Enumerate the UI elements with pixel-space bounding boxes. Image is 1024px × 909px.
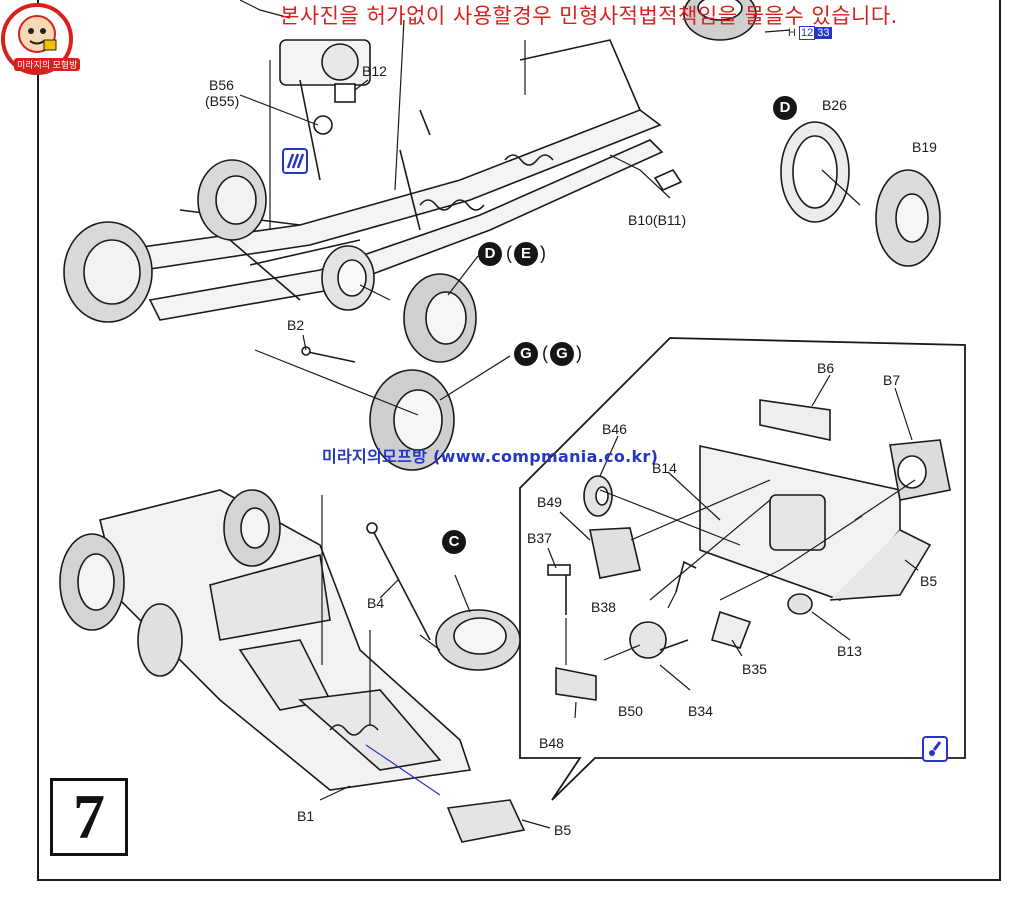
page-tag-prefix: H xyxy=(788,27,796,39)
upper-leaders xyxy=(239,0,861,416)
callout-paren-open-e: ( xyxy=(506,243,512,263)
part-label-b7: B7 xyxy=(883,372,901,388)
callout-g-right: G xyxy=(550,342,574,366)
part-label-b48: B48 xyxy=(539,735,564,751)
glue-hint-icon xyxy=(282,148,308,174)
step-number: 7 xyxy=(50,778,128,856)
lower-wheels xyxy=(59,489,281,677)
part-label-b19: B19 xyxy=(912,139,937,155)
page-border xyxy=(37,0,1001,881)
part-label-b6: B6 xyxy=(817,360,835,376)
callout-d-mid: D xyxy=(478,242,502,266)
part-label-b37: B37 xyxy=(527,530,552,546)
logo-emblem-icon xyxy=(1,3,73,75)
callout-c: C xyxy=(442,530,466,554)
part-label-b10-b11: B10(B11) xyxy=(628,212,687,228)
part-label-b12: B12 xyxy=(362,63,387,79)
inset-parts xyxy=(547,399,951,701)
copyright-warning: 본사진을 허가없이 사용할경우 민형사적법적책임을 물을수 있습니다. xyxy=(280,4,898,28)
callout-paren-close-e: ) xyxy=(540,243,546,263)
part-label-b1: B1 xyxy=(297,808,315,824)
part-label-b5-bottom: B5 xyxy=(554,822,572,838)
glue-stripes-icon xyxy=(286,153,305,169)
brand-logo: 미라지의 모형방 xyxy=(0,2,81,76)
upper-wheels xyxy=(63,0,941,471)
part-label-b56: B56 xyxy=(209,77,234,93)
part-label-b5-inset: B5 xyxy=(920,573,938,589)
paint-hint-icon xyxy=(922,736,948,762)
page-tag-box: 12 xyxy=(799,26,816,40)
part-label-b38: B38 xyxy=(591,599,616,615)
page-tag-fill: 33 xyxy=(815,27,832,39)
lower-leaders xyxy=(319,495,551,829)
part-label-b35: B35 xyxy=(742,661,767,677)
callout-paren-close-g: ) xyxy=(576,343,582,363)
part-label-b34: B34 xyxy=(688,703,713,719)
part-label-b55: (B55) xyxy=(205,93,240,109)
inset-leaders xyxy=(547,374,919,719)
part-label-b4: B4 xyxy=(367,595,385,611)
callout-paren-open-g: ( xyxy=(542,343,548,363)
part-label-b14: B14 xyxy=(652,460,677,476)
part-label-b13: B13 xyxy=(837,643,862,659)
watermark-url: 미라지의모프방 (www.compmania.co.kr) xyxy=(322,447,659,466)
part-label-b26: B26 xyxy=(822,97,847,113)
callout-e-mid: E xyxy=(514,242,538,266)
lower-chassis xyxy=(99,489,526,843)
part-label-b46: B46 xyxy=(602,421,627,437)
logo-text: 미라지의 모형방 xyxy=(14,58,81,71)
paint-brush-icon xyxy=(929,741,942,756)
callout-d-top: D xyxy=(773,96,797,120)
part-label-b2: B2 xyxy=(287,317,305,333)
inset-panel xyxy=(519,337,966,801)
callout-g-left: G xyxy=(514,342,538,366)
part-label-b50: B50 xyxy=(618,703,643,719)
part-label-b49: B49 xyxy=(537,494,562,510)
